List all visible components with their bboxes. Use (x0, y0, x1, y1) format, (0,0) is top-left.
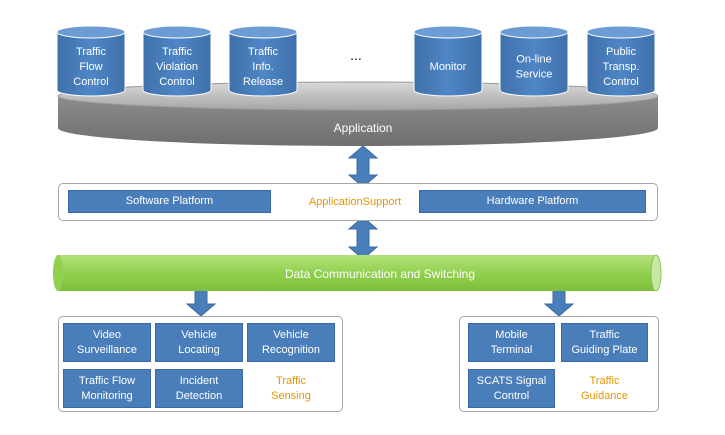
application-label: Application (334, 121, 393, 135)
traffic-guidance-label: Traffic Guidance (580, 374, 629, 402)
mobile-terminal-box: Mobile Terminal (468, 323, 555, 362)
arrow-support-bus (347, 216, 379, 260)
vehicle-locating-box: Vehicle Locating (155, 323, 243, 362)
monitor-cylinder: Monitor (413, 25, 483, 97)
arrow-application-support (347, 145, 379, 188)
video-surveillance-box: Video Surveillance (63, 323, 151, 362)
traffic-guiding-plate-box: Traffic Guiding Plate (561, 323, 648, 362)
monitor-label: Monitor (430, 61, 467, 73)
data-bus: Data Communication and Switching (53, 254, 662, 292)
application-support-label: ApplicationSupport (308, 196, 402, 208)
ellipsis: ... (350, 47, 362, 63)
traffic-flow-monitoring-box: Traffic Flow Monitoring (63, 369, 151, 408)
incident-detection-box: Incident Detection (155, 369, 243, 408)
bus-label: Data Communication and Switching (285, 267, 475, 281)
traffic-sensing-label: Traffic Sensing (271, 374, 311, 402)
hardware-platform-box: Hardware Platform (419, 190, 646, 213)
scats-signal-control-box: SCATS Signal Control (468, 369, 555, 408)
vehicle-recognition-box: Vehicle Recognition (247, 323, 335, 362)
software-platform-box: Software Platform (68, 190, 271, 213)
